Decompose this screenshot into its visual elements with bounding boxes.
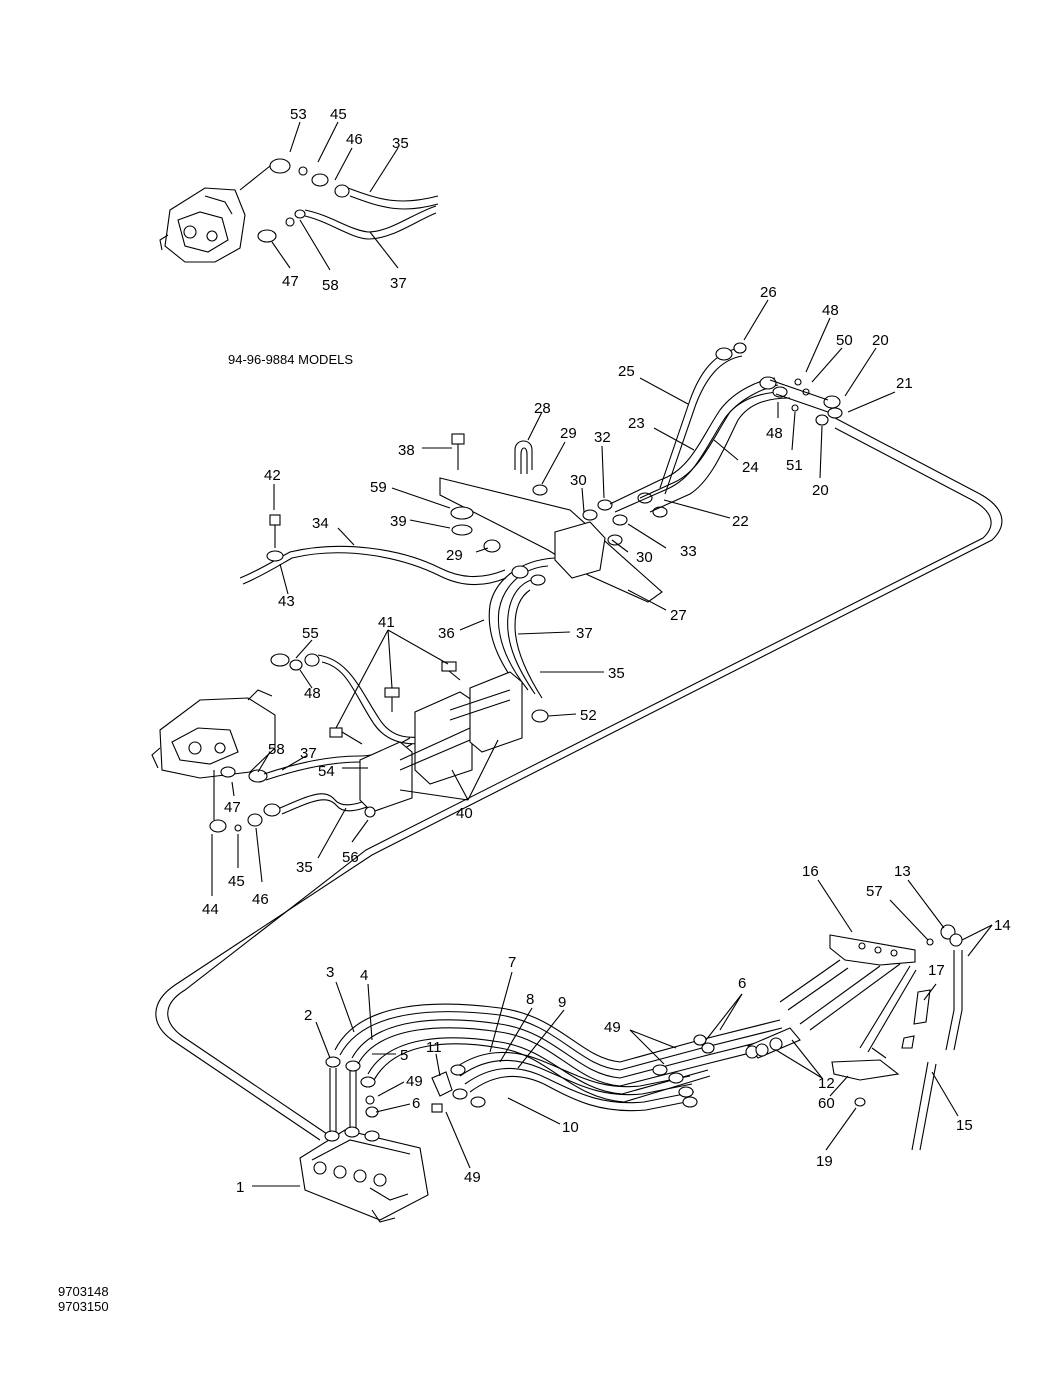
callout-35: 35 xyxy=(296,859,313,876)
callout-24: 24 xyxy=(742,459,759,476)
callout-49: 49 xyxy=(464,1169,481,1186)
upper-bracket-assembly xyxy=(439,342,843,603)
callout-1: 1 xyxy=(236,1179,244,1196)
callout-54: 54 xyxy=(318,763,335,780)
leader-lines xyxy=(211,299,993,1187)
callout-49: 49 xyxy=(604,1019,621,1036)
callout-6: 6 xyxy=(412,1095,420,1112)
callout-20: 20 xyxy=(812,482,829,499)
callout-58: 58 xyxy=(322,277,339,294)
callout-53: 53 xyxy=(290,106,307,123)
callout-46: 46 xyxy=(346,131,363,148)
lower-pump xyxy=(151,689,276,779)
callout-49: 49 xyxy=(406,1073,423,1090)
callout-47: 47 xyxy=(282,273,299,290)
callout-40: 40 xyxy=(456,805,473,822)
callout-29: 29 xyxy=(446,547,463,564)
callout-45: 45 xyxy=(228,873,245,890)
callout-29: 29 xyxy=(560,425,577,442)
callout-41: 41 xyxy=(378,614,395,631)
callout-38: 38 xyxy=(398,442,415,459)
callout-37: 37 xyxy=(576,625,593,642)
callout-34: 34 xyxy=(312,515,329,532)
hoses-36-37-35 xyxy=(488,557,556,699)
callout-55: 55 xyxy=(302,625,319,642)
callout-5: 5 xyxy=(400,1047,408,1064)
callout-37: 37 xyxy=(300,745,317,762)
callout-26: 26 xyxy=(760,284,777,301)
callout-7: 7 xyxy=(508,954,516,971)
callout-12: 12 xyxy=(818,1075,835,1092)
models-note: 94-96-9884 MODELS xyxy=(228,352,353,367)
callout-51: 51 xyxy=(786,457,803,474)
callout-2: 2 xyxy=(304,1007,312,1024)
callout-46: 46 xyxy=(252,891,269,908)
callout-20: 20 xyxy=(872,332,889,349)
control-valve-assembly xyxy=(299,1003,787,1223)
callout-36: 36 xyxy=(438,625,455,642)
callout-28: 28 xyxy=(534,400,551,417)
callout-43: 43 xyxy=(278,593,295,610)
callout-37: 37 xyxy=(390,275,407,292)
callout-45: 45 xyxy=(330,106,347,123)
callout-17: 17 xyxy=(928,962,945,979)
callout-8: 8 xyxy=(526,991,534,1008)
callout-9: 9 xyxy=(558,994,566,1011)
inset-pump-assembly xyxy=(159,158,439,263)
callout-23: 23 xyxy=(628,415,645,432)
callout-15: 15 xyxy=(956,1117,973,1134)
inset-pump xyxy=(159,187,246,263)
figure-numbers: 9703148 9703150 xyxy=(58,1284,109,1314)
figure-number: 9703148 xyxy=(58,1284,109,1299)
lower-pump-assembly xyxy=(151,653,549,833)
long-hose-loop xyxy=(155,417,1003,1141)
callout-27: 27 xyxy=(670,607,687,624)
callout-32: 32 xyxy=(594,429,611,446)
callout-52: 52 xyxy=(580,707,597,724)
callout-35: 35 xyxy=(392,135,409,152)
inset-leaders xyxy=(271,121,399,271)
callout-21: 21 xyxy=(896,375,913,392)
hose-34 xyxy=(239,514,507,586)
callout-59: 59 xyxy=(370,479,387,496)
callout-42: 42 xyxy=(264,467,281,484)
callout-33: 33 xyxy=(680,543,697,560)
callout-13: 13 xyxy=(894,863,911,880)
callout-35: 35 xyxy=(608,665,625,682)
callout-58: 58 xyxy=(268,741,285,758)
callout-25: 25 xyxy=(618,363,635,380)
callout-19: 19 xyxy=(816,1153,833,1170)
callout-10: 10 xyxy=(562,1119,579,1136)
callout-48: 48 xyxy=(304,685,321,702)
callout-6: 6 xyxy=(738,975,746,992)
figure-number: 9703150 xyxy=(58,1299,109,1314)
callout-50: 50 xyxy=(836,332,853,349)
callout-47: 47 xyxy=(224,799,241,816)
callout-57: 57 xyxy=(866,883,883,900)
callout-30: 30 xyxy=(636,549,653,566)
callout-44: 44 xyxy=(202,901,219,918)
callout-56: 56 xyxy=(342,849,359,866)
callout-4: 4 xyxy=(360,967,368,984)
callout-48: 48 xyxy=(766,425,783,442)
callout-14: 14 xyxy=(994,917,1011,934)
callout-labels: 53 45 46 35 47 58 37 94-96-9884 MODELS 2… xyxy=(202,106,1011,1196)
callout-16: 16 xyxy=(802,863,819,880)
callout-3: 3 xyxy=(326,964,334,981)
callout-39: 39 xyxy=(390,513,407,530)
callout-30: 30 xyxy=(570,472,587,489)
callout-11: 11 xyxy=(426,1039,442,1056)
control-lever-assembly xyxy=(745,924,963,1151)
callout-22: 22 xyxy=(732,513,749,530)
callout-48: 48 xyxy=(822,302,839,319)
callout-60: 60 xyxy=(818,1095,835,1112)
